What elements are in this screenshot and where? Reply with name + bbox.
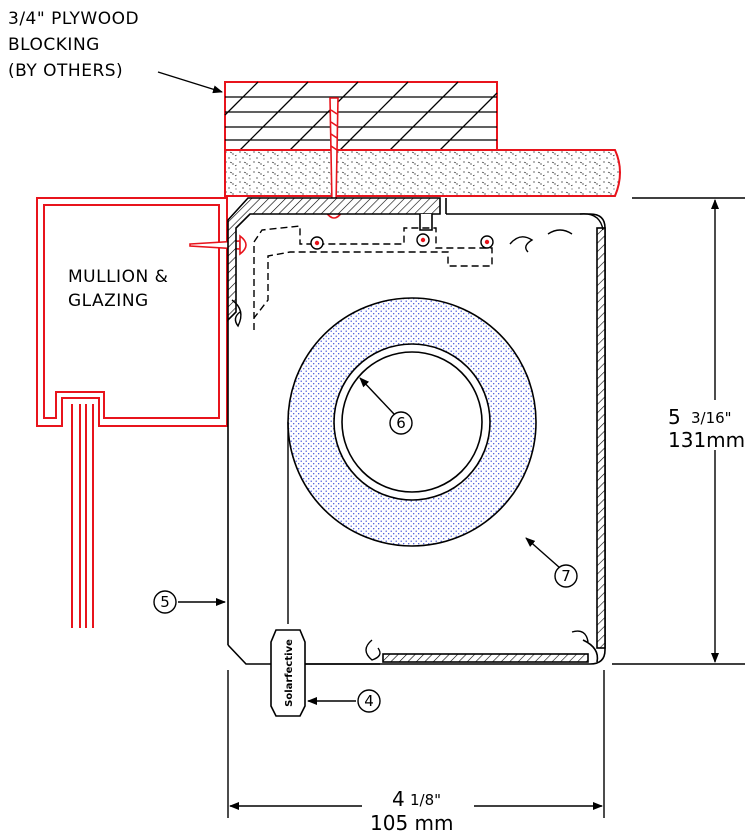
callout-item-5: 5 — [153, 590, 226, 614]
label-mullion-line2: GLAZING — [68, 291, 149, 311]
leader-blocking — [157, 71, 223, 94]
callout-item-4: 4 — [307, 689, 381, 713]
callout-item-6: 6 — [359, 377, 413, 435]
plywood-blocking — [224, 81, 498, 151]
label-blocking-line3: (BY OTHERS) — [8, 61, 123, 81]
height-dimension-label-bg — [665, 400, 751, 450]
height-dim-fraction: 3/16" — [691, 409, 732, 427]
label-mullion-line1: MULLION & — [68, 267, 168, 287]
label-blocking-line1: 3/4" PLYWOOD — [8, 9, 139, 29]
internal-bracket-dashed — [253, 225, 493, 330]
retainer-clips — [231, 229, 589, 661]
callout-item-7: 7 — [525, 537, 578, 588]
hembar-brand-label: Solarfective — [284, 639, 295, 707]
mullion-and-glazing — [36, 197, 228, 628]
label-blocking-line2: BLOCKING — [8, 35, 100, 55]
width-dimension-label-bg — [362, 788, 474, 836]
width-dim-metric: 105 mm — [370, 811, 454, 835]
concrete-ceiling-slab — [224, 149, 621, 197]
item-7-number: 7 — [561, 567, 571, 585]
width-dim-fraction: 1/8" — [410, 791, 441, 809]
headbox-housing — [227, 197, 606, 665]
mounting-pins — [310, 233, 494, 250]
item-4-number: 4 — [364, 692, 374, 710]
hembar: Solarfective — [270, 629, 306, 717]
height-dim-whole: 5 — [668, 405, 681, 429]
item-5-number: 5 — [160, 593, 170, 611]
height-dim-metric: 131mm — [668, 428, 745, 452]
width-dim-whole: 4 — [392, 787, 405, 811]
item-6-number: 6 — [396, 414, 406, 432]
